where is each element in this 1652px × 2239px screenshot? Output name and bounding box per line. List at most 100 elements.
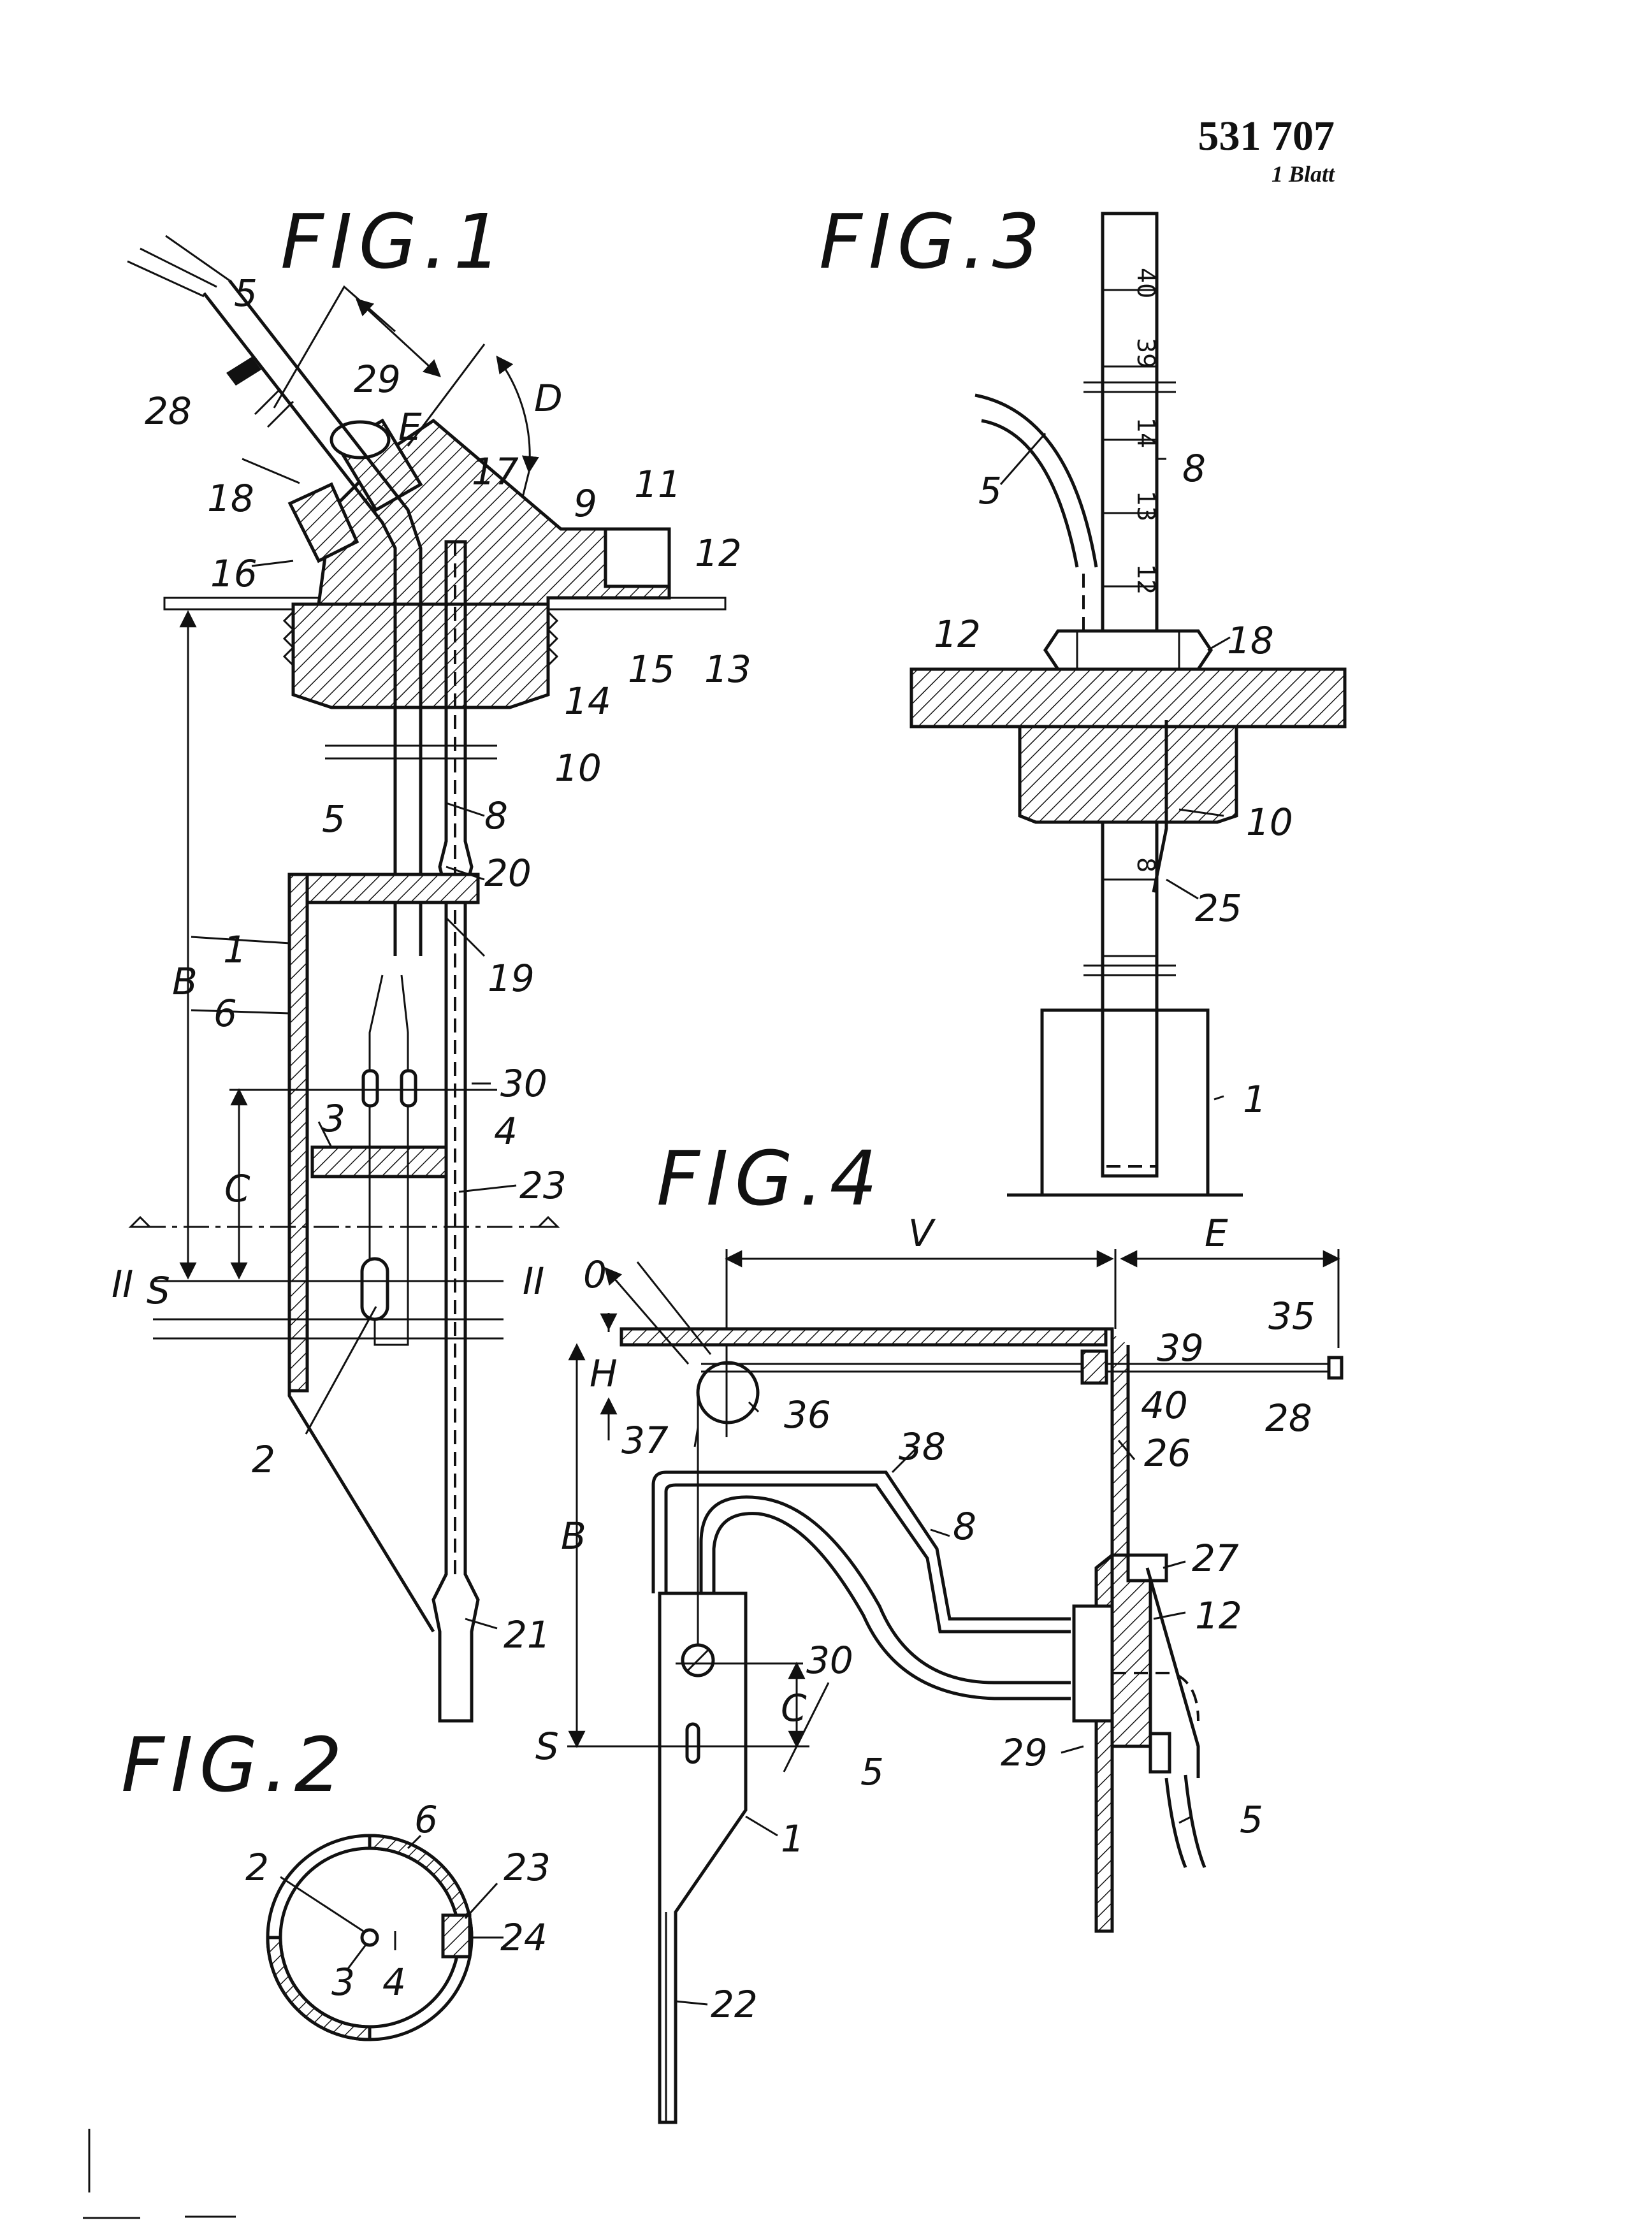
fig4-label-38: 38 [899,1425,946,1468]
housing-wall-6 [289,874,307,1391]
fig4-label-39: 39 [1157,1326,1204,1370]
fig4-label-8: 8 [953,1505,976,1548]
pivot-slash [687,1649,709,1671]
fig4-label-5: 5 [860,1750,884,1793]
scan-edge-marks [83,2129,236,2218]
patent-number: 531 707 [1198,112,1335,161]
fig2-title: FIG.2 [121,1721,349,1809]
fig2-label-24: 24 [500,1916,547,1959]
scale-mark-39: 39 [1132,338,1160,368]
fig1-label-21: 21 [504,1613,551,1656]
float-1 [1042,1010,1208,1195]
fig1-label-12: 12 [695,532,742,575]
fig4-label-37: 37 [621,1419,669,1462]
fig1-label-4: 4 [494,1110,518,1153]
fig1-label-II-left: II [112,1263,133,1306]
fig4-label-B: B [561,1514,586,1558]
fig4-label-40: 40 [1141,1384,1188,1427]
shaft-break [325,746,497,758]
fig1-label-1: 1 [223,928,247,971]
resistor-2 [402,1071,416,1106]
fig1-label-13: 13 [704,648,751,691]
top-plate [621,1329,1106,1345]
fig1-label-19: 19 [488,957,535,1000]
fig1-label-D: D [534,377,563,420]
fig4-label-S: S [535,1725,559,1768]
fig1-label-8: 8 [484,794,508,837]
flange-12 [911,669,1345,727]
float-inner [1103,975,1157,1166]
fig1-label-20: 20 [484,851,532,895]
fig2-label-23: 23 [504,1846,551,1889]
fig2-label-6: 6 [414,1798,438,1841]
tube-section-24 [443,1915,470,1957]
fig1-label-30: 30 [500,1062,547,1105]
scale-mark-40: 40 [1132,268,1160,298]
nut-18 [1045,631,1211,669]
fig3-label-1: 1 [1243,1078,1266,1121]
fig1-label-14: 14 [564,679,611,723]
cable-5-out [1166,1775,1205,1867]
fig4-label-35: 35 [1268,1294,1315,1338]
fig4-label-0: 0 [583,1253,607,1296]
fig4-label-30: 30 [806,1639,853,1682]
fig2-label-4: 4 [382,1960,406,2004]
rod-38 [701,1364,1338,1372]
fig4-label-28: 28 [1265,1396,1312,1440]
cable-5-a [701,1497,1071,1683]
fig1-label-9: 9 [574,482,597,525]
fitting-29 [1074,1606,1112,1721]
guide-disc-3 [312,1147,446,1177]
fig1-label-11: 11 [634,463,681,506]
water-surface [153,1281,504,1338]
float-1 [660,1593,746,2122]
fig1-label-15: 15 [628,648,675,691]
fig1-label-10: 10 [554,746,602,790]
scale-divisions [1103,290,1157,956]
fig4-label-5b: 5 [1240,1798,1263,1841]
fig1-label-C: C [224,1167,250,1210]
fig4-label-1: 1 [781,1817,804,1860]
fig1-label-S: S [147,1269,170,1312]
scale-mark-8: 8 [1132,857,1160,873]
fig1-label-6: 6 [214,992,237,1035]
resistor-1 [363,1071,377,1106]
fig1-label-E: E [398,405,422,449]
fig4-label-29: 29 [1001,1731,1048,1774]
bushing-39 [1082,1351,1106,1383]
figure-3: FIG.3 40 39 14 13 12 11 10 9 8 [819,198,1345,1195]
fig4-label-E: E [1205,1212,1228,1255]
fig1-label-23: 23 [519,1164,567,1207]
wire-a [370,975,382,1307]
figure-4: FIG.4 [535,1134,1342,2122]
housing-top [289,874,478,902]
dimension-O [605,1268,688,1364]
boss-10 [1020,727,1236,822]
fig4-title: FIG.4 [656,1134,884,1222]
fig2-label-2: 2 [245,1846,269,1889]
cable-wires [127,236,229,296]
wire-b [402,975,408,1307]
figure-2: FIG.2 2 3 4 6 23 24 [121,1721,551,2040]
fig3-label-10: 10 [1246,801,1293,844]
fig4-label-H: H [590,1352,618,1395]
bolt-lower [1150,1734,1170,1772]
fig4-label-22: 22 [711,1983,758,2026]
fig1-label-5b: 5 [322,797,345,841]
fig4-label-26: 26 [1144,1431,1191,1475]
housing-wall [289,874,433,1632]
fig4-label-C: C [781,1686,807,1730]
water-level-icon [131,1217,558,1227]
tube-8-inner [666,1485,1071,1632]
fig1-label-5: 5 [234,272,257,315]
reed-section-2 [362,1930,377,1945]
flange-11 [605,529,669,586]
fig3-label-5: 5 [978,469,1002,512]
fig3-label-12: 12 [934,612,981,656]
fig2-label-3: 3 [331,1960,355,2004]
fig1-label-B: B [172,960,198,1003]
fig3-label-8: 8 [1182,447,1206,490]
fig1-label-II-right: II [523,1259,544,1303]
fig1-label-2: 2 [252,1438,275,1481]
